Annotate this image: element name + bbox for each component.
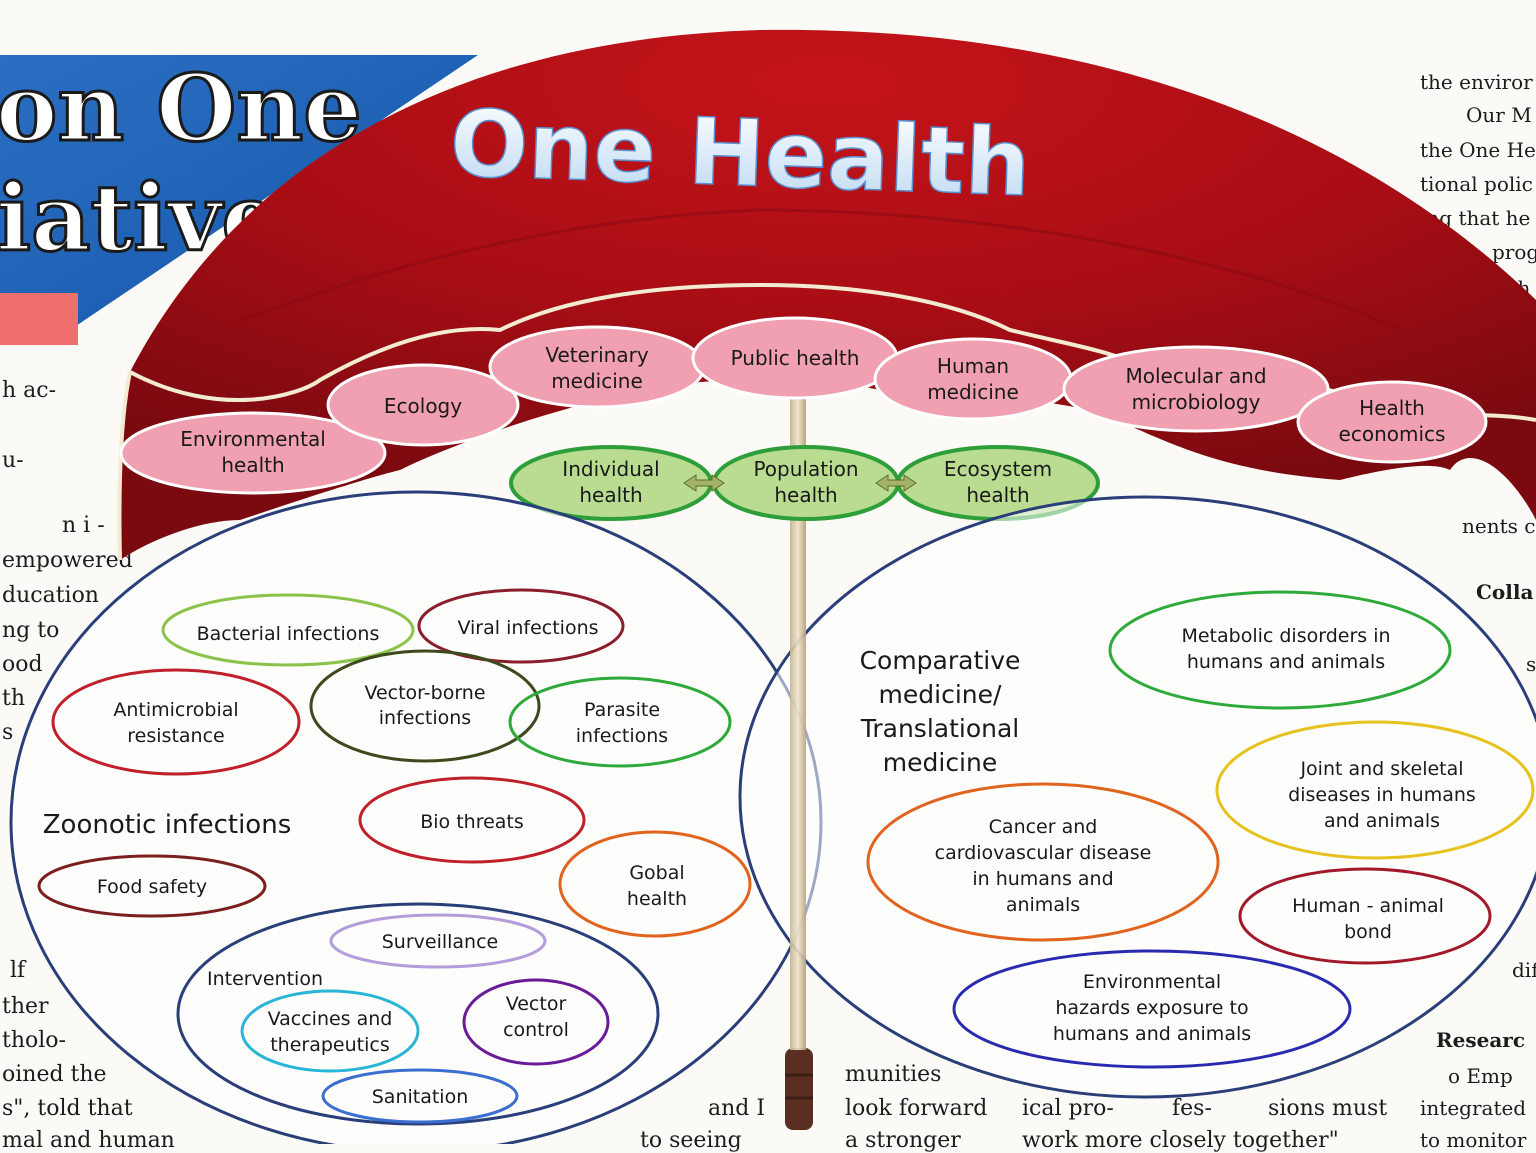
umbrella-handle bbox=[785, 1048, 813, 1130]
news-line: the One He bbox=[1420, 138, 1536, 162]
item-viral-infections: Viral infections bbox=[417, 588, 625, 664]
news-line: ducation bbox=[2, 583, 99, 608]
news-line: oined the bbox=[2, 1062, 107, 1087]
news-line: nents c bbox=[1462, 514, 1536, 538]
news-line: Researc bbox=[1436, 1028, 1526, 1052]
news-line: and I bbox=[708, 1096, 766, 1121]
svg-text:Bio threats: Bio threats bbox=[420, 811, 524, 833]
news-line: Our M bbox=[1466, 103, 1532, 127]
item-surveillance: Surveillance bbox=[329, 913, 547, 969]
news-line: s bbox=[2, 720, 14, 745]
news-line: sions must bbox=[1268, 1096, 1388, 1121]
news-line: look forward bbox=[845, 1096, 988, 1121]
news-line: s bbox=[1526, 652, 1536, 676]
svg-text:Ecology: Ecology bbox=[384, 394, 462, 418]
diagram-title: One Health bbox=[448, 90, 1032, 217]
svg-text:Bacterial infections: Bacterial infections bbox=[197, 623, 380, 645]
news-line: fes- bbox=[1172, 1096, 1212, 1121]
discipline-public-health: Public health bbox=[691, 316, 899, 400]
svg-text:Sanitation: Sanitation bbox=[372, 1086, 469, 1108]
news-line: Colla bbox=[1476, 580, 1534, 604]
zoonotic-infections-title: Zoonotic infections bbox=[43, 810, 292, 840]
svg-text:Public health: Public health bbox=[731, 346, 860, 370]
news-line: ng to bbox=[2, 618, 60, 643]
news-line: ood bbox=[2, 652, 43, 677]
item-bio-threats: Bio threats bbox=[358, 776, 586, 864]
headline-line-1: on One bbox=[0, 54, 363, 162]
news-line: progra bbox=[1492, 240, 1536, 264]
news-line: dif bbox=[1512, 958, 1536, 982]
news-line: munities bbox=[845, 1062, 942, 1087]
news-line: n i - bbox=[62, 513, 105, 538]
intervention-title: Intervention bbox=[207, 968, 323, 990]
svg-text:Food safety: Food safety bbox=[97, 876, 207, 898]
news-line: the enviror bbox=[1420, 70, 1533, 94]
news-line: o Emp bbox=[1448, 1064, 1513, 1088]
discipline-ecology: Ecology bbox=[326, 363, 520, 447]
accent-bar bbox=[0, 293, 78, 345]
news-line: u- bbox=[2, 448, 24, 473]
news-line: ical pro- bbox=[1022, 1096, 1114, 1121]
double-arrow-icon bbox=[875, 474, 917, 492]
news-line: tional polic bbox=[1420, 172, 1533, 196]
news-line: empowered bbox=[2, 548, 133, 573]
intervention-circle bbox=[176, 902, 660, 1126]
item-bacterial-infections: Bacterial infections bbox=[161, 593, 415, 667]
news-line: ther bbox=[2, 994, 49, 1019]
news-line: s", told that bbox=[2, 1096, 133, 1121]
svg-text:Viral infections: Viral infections bbox=[457, 617, 598, 639]
item-sanitation: Sanitation bbox=[321, 1068, 519, 1124]
svg-text:Surveillance: Surveillance bbox=[382, 931, 499, 953]
news-line: integrated bbox=[1420, 1096, 1527, 1120]
news-line: h ac- bbox=[2, 378, 57, 403]
news-line: th bbox=[2, 686, 26, 711]
double-arrow-icon bbox=[683, 474, 725, 492]
news-line: tholo- bbox=[2, 1028, 66, 1053]
news-line: lf bbox=[10, 958, 26, 983]
item-food-safety: Food safety bbox=[37, 854, 267, 918]
news-line: ing that he bbox=[1420, 206, 1531, 230]
